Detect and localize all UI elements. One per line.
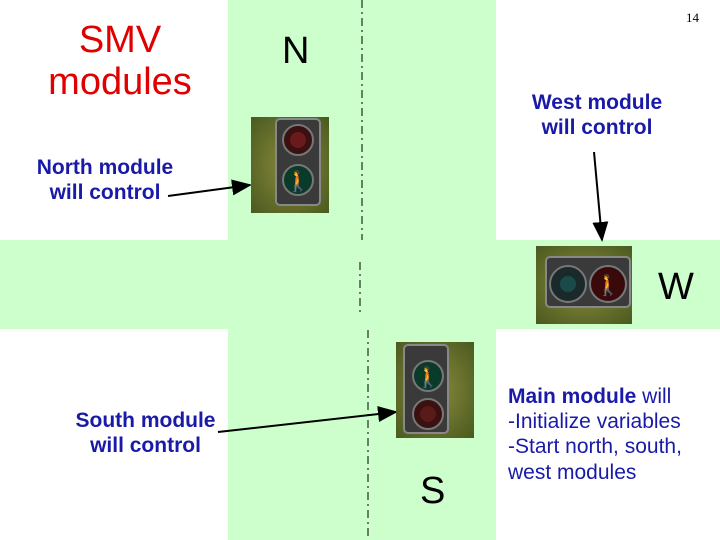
south-green-lamp <box>412 360 444 392</box>
south-module-note: South module will control <box>75 409 216 458</box>
north-module-note: North module will control <box>36 156 174 205</box>
north-walker-icon: 🚶 <box>286 169 311 193</box>
west-red-lamp <box>589 265 627 303</box>
south-traffic-light: 🚶 <box>396 342 474 438</box>
page-number: 14 <box>686 10 699 25</box>
main-module-details: will -Initialize variables -Start north,… <box>508 385 682 484</box>
south-arrow <box>217 406 398 433</box>
south-walker-icon: 🚶 <box>416 365 441 389</box>
west-stop-figure-icon: 🚶 <box>596 273 621 297</box>
slide-title: SMV modules <box>48 19 192 103</box>
north-traffic-light: 🚶 <box>251 117 329 213</box>
west-traffic-light: 🚶 <box>536 246 632 324</box>
south-label: S <box>420 470 446 512</box>
west-label: W <box>658 266 694 308</box>
main-module-note: Main module will -Initialize variables -… <box>508 384 720 485</box>
north-arrow <box>167 179 252 197</box>
west-arrow <box>592 151 609 242</box>
north-green-lamp <box>282 164 314 196</box>
north-label: N <box>282 30 310 72</box>
main-module-lead: Main module <box>508 385 637 408</box>
west-module-note: West module will control <box>531 91 663 140</box>
